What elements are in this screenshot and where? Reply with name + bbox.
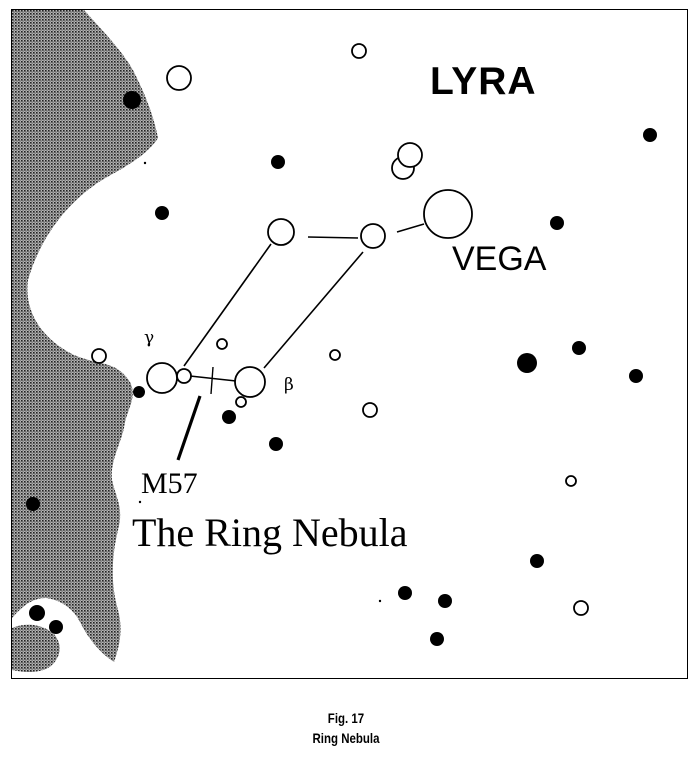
star-filled <box>550 216 564 230</box>
star-filled <box>123 91 141 109</box>
star-small <box>565 475 577 487</box>
m57-pointer <box>176 395 202 461</box>
line-zeta-to-delta <box>183 243 272 367</box>
speck <box>143 161 147 165</box>
star-epsilon <box>360 223 386 249</box>
star-filled <box>269 437 283 451</box>
star-open <box>166 65 192 91</box>
star-filled <box>629 369 643 383</box>
star-open <box>362 402 378 418</box>
line-zeta-to-epsilon <box>307 236 359 239</box>
star-filled <box>643 128 657 142</box>
star-filled <box>572 341 586 355</box>
milky-way-island <box>12 624 60 672</box>
open-stars <box>91 43 589 616</box>
star-filled <box>530 554 544 568</box>
star-filled <box>517 353 537 373</box>
star-beta <box>234 366 266 398</box>
gamma-label: γ <box>144 328 155 348</box>
star-filled <box>155 206 169 220</box>
star-zeta <box>267 218 295 246</box>
star-chart: LYRA VEGA γ β M57 The Ring Nebula <box>11 9 688 679</box>
ring-nebula-label: The Ring Nebula <box>132 510 408 555</box>
speck <box>138 500 142 504</box>
filled-stars <box>26 91 657 646</box>
star-small <box>329 349 341 361</box>
line-epsilon-to-vega <box>396 223 425 233</box>
star-filled <box>438 594 452 608</box>
star-filled <box>133 386 145 398</box>
star-chart-svg <box>12 10 657 672</box>
constellation-lines <box>183 223 425 382</box>
star-open <box>351 43 367 59</box>
star-filled <box>271 155 285 169</box>
m57-label: M57 <box>141 467 198 500</box>
star-vega <box>423 189 473 239</box>
star-filled <box>29 605 45 621</box>
star-gamma <box>146 362 178 394</box>
star-double-b <box>397 142 423 168</box>
star-filled <box>398 586 412 600</box>
star-open <box>573 600 589 616</box>
star-open <box>91 348 107 364</box>
m57-tick <box>210 366 214 395</box>
beta-label: β <box>284 375 294 395</box>
line-epsilon-to-beta <box>263 251 364 369</box>
star-small <box>176 368 192 384</box>
figure-number: Fig. 17 <box>327 710 365 726</box>
line-gamma-to-beta <box>189 375 237 382</box>
faint-specks <box>138 161 382 603</box>
speck <box>378 599 382 603</box>
figure-caption: Ring Nebula <box>312 730 380 746</box>
milky-way-region <box>12 10 158 662</box>
star-small <box>216 338 228 350</box>
vega-label: VEGA <box>452 240 547 278</box>
star-filled <box>222 410 236 424</box>
star-filled <box>430 632 444 646</box>
star-filled <box>26 497 40 511</box>
star-small <box>235 396 247 408</box>
constellation-title: LYRA <box>430 60 537 103</box>
star-filled <box>49 620 63 634</box>
